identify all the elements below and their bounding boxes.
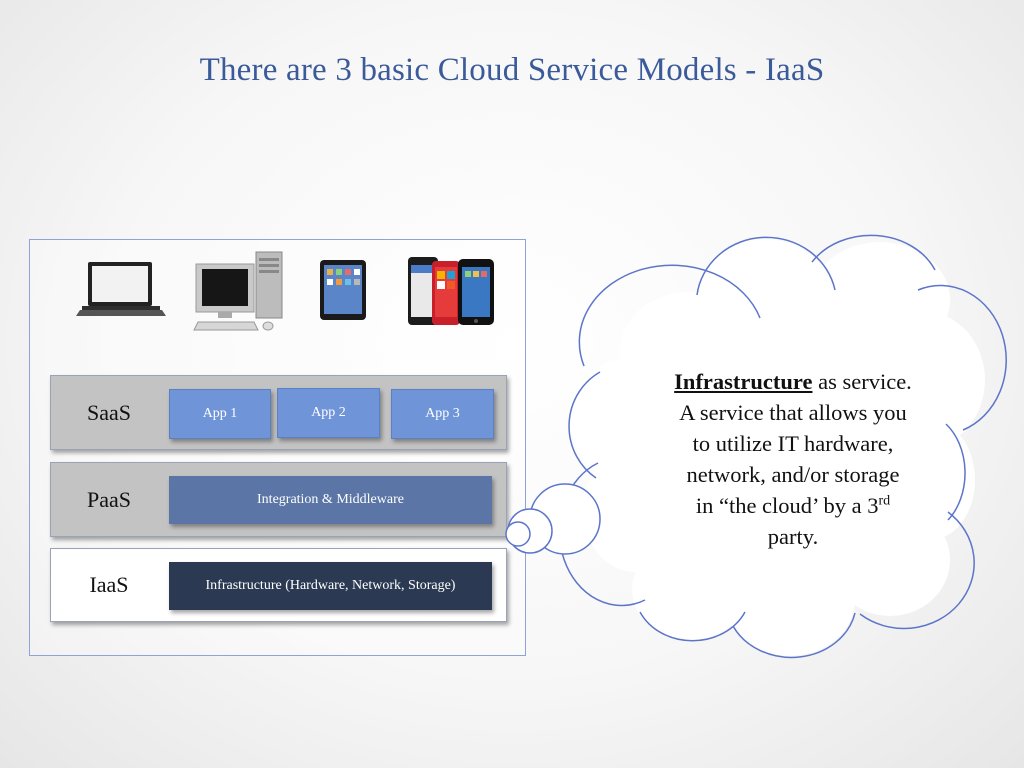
definition-line-1: Infrastructure as service. bbox=[640, 366, 946, 397]
app-1-box: App 1 bbox=[169, 389, 271, 439]
laptop-icon bbox=[76, 262, 166, 316]
paas-label: PaaS bbox=[87, 486, 131, 512]
definition-line-3: to utilize IT hardware, bbox=[692, 431, 894, 456]
iaas-definition-text: Infrastructure as service. A service tha… bbox=[640, 366, 946, 552]
iaas-label: IaaS bbox=[89, 572, 129, 597]
infrastructure-term: Infrastructure bbox=[674, 369, 813, 394]
smartphones-icon bbox=[408, 257, 494, 325]
infrastructure-box: Infrastructure (Hardware, Network, Stora… bbox=[169, 562, 492, 610]
slide-title: There are 3 basic Cloud Service Models -… bbox=[199, 52, 825, 88]
definition-line-5: in “the cloud’ by a 3rd bbox=[640, 490, 946, 521]
app-3-box: App 3 bbox=[391, 389, 494, 439]
ordinal-superscript: rd bbox=[878, 493, 891, 509]
definition-line-6: party. bbox=[767, 524, 819, 549]
definition-line-5-text: in “the cloud’ by a 3 bbox=[695, 493, 879, 518]
saas-label: SaaS bbox=[87, 399, 131, 425]
tablet-icon bbox=[320, 260, 366, 320]
desktop-computer-icon bbox=[193, 251, 283, 331]
definition-line-2: A service that allows you bbox=[679, 400, 907, 425]
definition-line-1-rest: as service. bbox=[812, 369, 912, 394]
app-2-box: App 2 bbox=[277, 388, 380, 438]
integration-middleware-box: Integration & Middleware bbox=[169, 476, 492, 524]
definition-line-4: network, and/or storage bbox=[686, 462, 900, 487]
